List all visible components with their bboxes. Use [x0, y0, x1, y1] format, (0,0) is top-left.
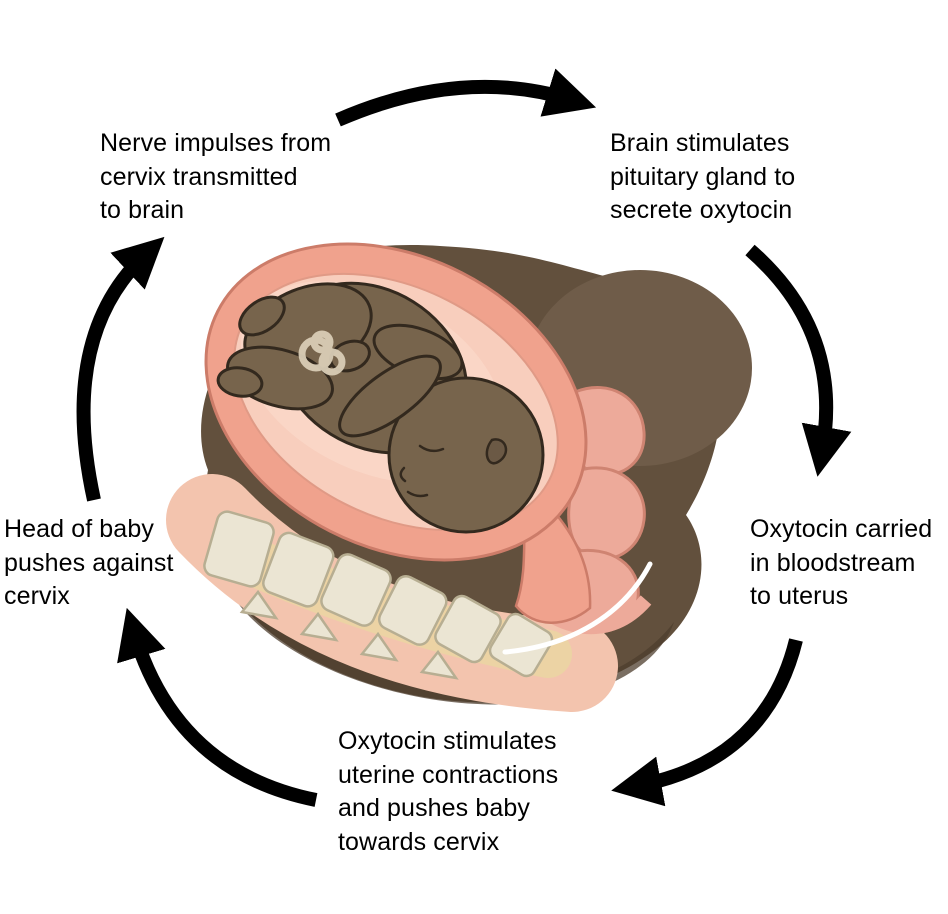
arrow-head-to-nerve-icon: [76, 236, 165, 502]
arrow-bloodstream-to-contractions-icon: [611, 638, 803, 807]
label-oxytocin-carried: Oxytocin carried in bloodstream to uteru…: [750, 515, 933, 610]
sacrum-highlight-line: [502, 561, 653, 655]
label-uterine-contractions: Oxytocin stimulates uterine contractions…: [338, 727, 559, 856]
arrow-brain-to-bloodstream-icon: [745, 244, 852, 477]
arrow-nerve-to-brain-icon: [335, 68, 597, 127]
fetus-eye: [418, 444, 445, 453]
fetus-foot-lower: [216, 366, 264, 398]
umbilical-cord: [298, 330, 346, 376]
fetus-nose: [399, 466, 407, 483]
fetus-ear: [485, 438, 508, 465]
label-head-pushes: Head of baby pushes against cervix: [4, 515, 174, 610]
fetus-forearm: [338, 354, 442, 438]
spinous-process: [419, 649, 459, 680]
label-nerve-impulses: Nerve impulses from cervix transmitted t…: [100, 129, 332, 224]
spinous-process: [239, 589, 279, 620]
arrow-contractions-to-head-icon: [117, 607, 318, 807]
fetus-head: [387, 376, 545, 534]
label-brain-stimulates: Brain stimulates pituitary gland to secr…: [610, 129, 796, 224]
spinous-process: [299, 611, 339, 642]
spine: [203, 510, 572, 680]
spinous-process: [359, 631, 399, 662]
fetus-mouth: [406, 490, 429, 498]
fetus-foot-upper: [238, 295, 286, 337]
